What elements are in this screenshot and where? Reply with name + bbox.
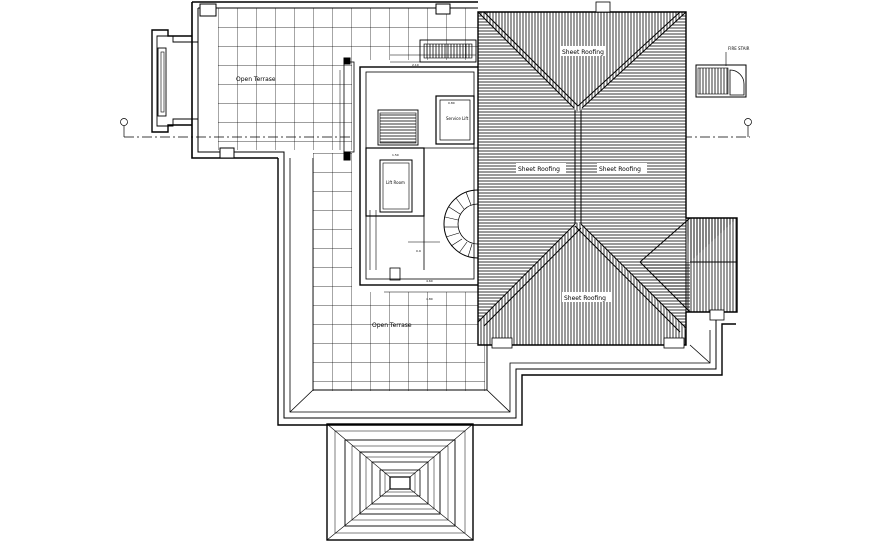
svg-text:4.80: 4.80	[426, 297, 433, 301]
label-open-terrace-bottom: Open Terrase	[372, 322, 412, 329]
label-sheet-roofing-top: Sheet Roofing	[562, 49, 604, 56]
svg-text:4.60: 4.60	[426, 279, 433, 283]
label-sheet-roofing-left: Sheet Roofing	[518, 166, 560, 173]
label-lift-room: Lift Room	[386, 180, 405, 185]
label-sheet-roofing-right: Sheet Roofing	[599, 166, 641, 173]
label-open-terrace-top: Open Terrase	[236, 76, 276, 83]
dimension-marks: 2.10 0.80 1.50 4.60 4.80 0.9	[392, 63, 455, 301]
lower-terrace	[277, 60, 736, 426]
central-core	[339, 39, 489, 293]
svg-text:0.80: 0.80	[448, 101, 455, 105]
svg-text:2.10: 2.10	[412, 63, 419, 67]
room-labels: Open Terrase Open Terrase Sheet Roofing …	[236, 46, 750, 329]
sheet-roof	[477, 1, 738, 349]
svg-text:0.9: 0.9	[416, 249, 421, 253]
entrance-canopy	[326, 423, 474, 541]
label-fire-stair: FIRE STAIR	[728, 46, 750, 51]
svg-text:1.50: 1.50	[392, 153, 399, 157]
label-service-lift: Service Lift	[446, 116, 469, 121]
label-sheet-roofing-bottom: Sheet Roofing	[564, 295, 606, 302]
fire-stair	[695, 52, 747, 98]
